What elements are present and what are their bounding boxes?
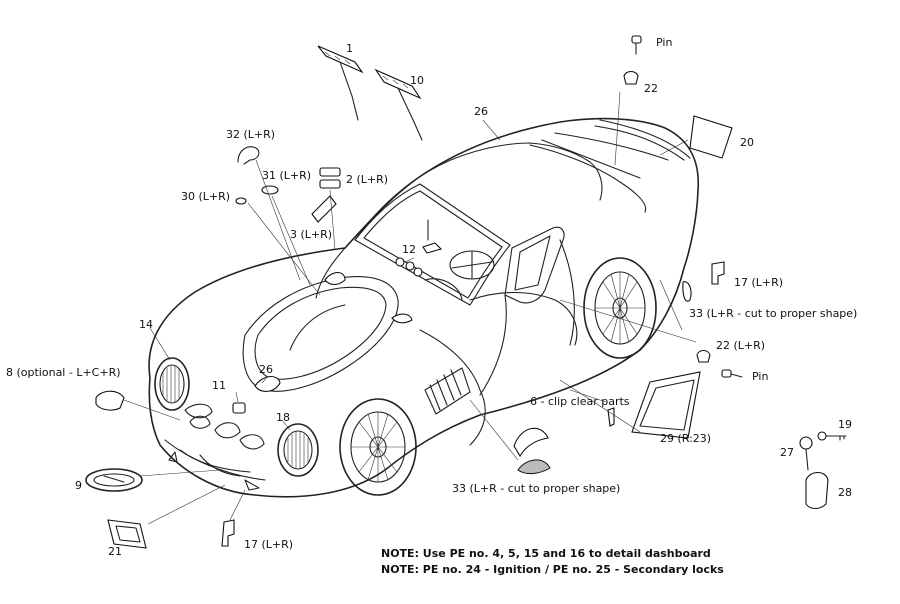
- part-27-key: [799, 436, 813, 471]
- label-part-2: 2 (L+R): [346, 173, 389, 186]
- label-part-1: 1: [346, 42, 353, 55]
- rear-wheel: [583, 257, 657, 359]
- label-part-3: 3 (L+R): [290, 228, 333, 241]
- label-part-6: 6 - clip clear parts: [530, 395, 630, 408]
- part-20: [689, 115, 733, 159]
- label-pin-top: Pin: [656, 36, 673, 49]
- part-9: [85, 468, 143, 492]
- label-part-30: 30 (L+R): [181, 190, 231, 203]
- part-33-bottom: [513, 427, 549, 458]
- part-31: [261, 185, 279, 195]
- label-part-21: 21: [108, 545, 122, 558]
- part-10: [374, 68, 423, 141]
- label-part-22-top: 22: [644, 82, 658, 95]
- label-part-26-top: 26: [474, 105, 488, 118]
- label-part-28: 28: [838, 486, 852, 499]
- part-8: [95, 390, 125, 411]
- part-3: [311, 195, 337, 223]
- part-19-key: [817, 431, 847, 441]
- part-32: [237, 146, 260, 165]
- part-17-right: [711, 261, 725, 285]
- label-part-14: 14: [139, 318, 153, 331]
- label-part-18: 18: [276, 411, 290, 424]
- label-part-33-bottom: 33 (L+R - cut to proper shape): [452, 482, 621, 495]
- label-part-9: 9: [75, 479, 82, 492]
- headlight-right: [277, 423, 319, 477]
- label-pin-right: Pin: [752, 370, 769, 383]
- part-28-fob: [805, 471, 829, 510]
- label-part-12: 12: [402, 243, 416, 256]
- label-part-31: 31 (L+R): [262, 169, 312, 182]
- hood-vent-part: [254, 376, 281, 392]
- side-vents: [424, 367, 471, 415]
- label-part-32: 32 (L+R): [226, 128, 276, 141]
- part-22-top: [623, 70, 639, 85]
- car-body: [148, 117, 700, 498]
- interior: [395, 219, 495, 301]
- part-33-right: [682, 281, 692, 302]
- label-part-22-right: 22 (L+R): [716, 339, 766, 352]
- part-22-right: [696, 349, 711, 363]
- label-part-8: 8 (optional - L+C+R): [6, 366, 121, 379]
- leader-lines: [123, 91, 697, 525]
- part-29: [631, 371, 701, 439]
- part-21: [107, 519, 147, 549]
- part-2: [319, 167, 341, 189]
- part-17-bottom: [221, 519, 235, 547]
- pin-right: [721, 369, 743, 378]
- note-locks: NOTE: PE no. 24 - Ignition / PE no. 25 -…: [381, 563, 724, 576]
- part-1: [317, 45, 364, 121]
- label-part-11: 11: [212, 379, 226, 392]
- label-part-33-right: 33 (L+R - cut to proper shape): [689, 307, 858, 320]
- part-6: [607, 407, 615, 427]
- label-part-26-hood: 26: [259, 363, 273, 376]
- label-part-17-bottom: 17 (L+R): [244, 538, 294, 551]
- headlight-left: [154, 357, 190, 411]
- pin-top: [631, 35, 642, 55]
- front-wheel: [339, 398, 417, 496]
- label-part-20: 20: [740, 136, 754, 149]
- label-part-27: 27: [780, 446, 794, 459]
- label-part-10: 10: [410, 74, 424, 87]
- label-part-19: 19: [838, 418, 852, 431]
- part-30: [235, 197, 247, 205]
- note-dashboard: NOTE: Use PE no. 4, 5, 15 and 16 to deta…: [381, 547, 711, 560]
- label-part-29: 29 (R:23): [660, 432, 712, 445]
- label-part-17-right: 17 (L+R): [734, 276, 784, 289]
